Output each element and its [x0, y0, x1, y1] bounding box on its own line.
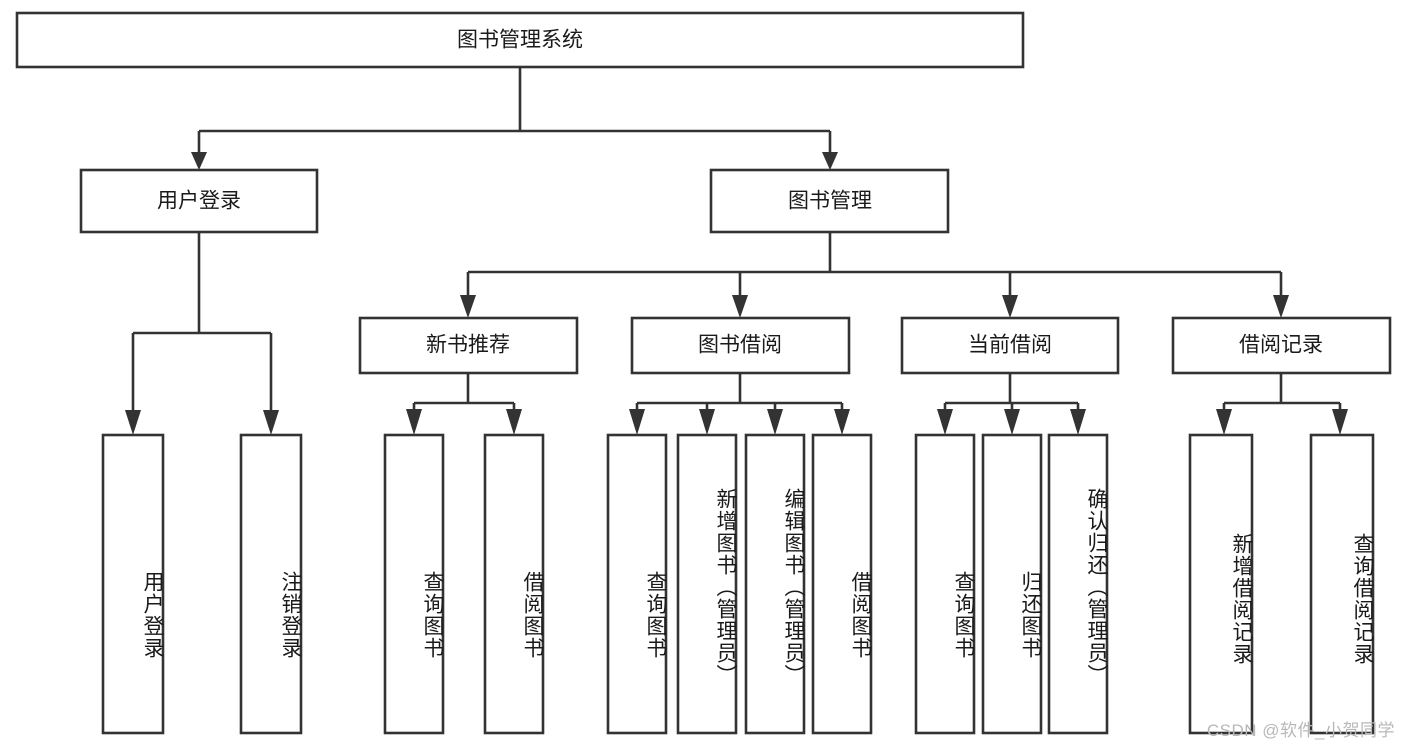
node-leaf-query-book-current[interactable] [914, 433, 976, 735]
node-user-login-label: 用户登录 [157, 190, 241, 213]
csdn-watermark: CSDN @软件_小贺同学 [1206, 721, 1395, 740]
node-new-book-rec[interactable] [358, 316, 579, 375]
node-current-borrow[interactable] [900, 316, 1120, 375]
node-leaf-confirm-return[interactable] [1047, 433, 1109, 735]
node-root-label: 图书管理系统 [457, 29, 583, 52]
node-leaf-user-login[interactable] [101, 433, 165, 735]
arrowhead-leaf-query-book-borrow [629, 409, 645, 435]
arrowhead-leaf-edit-book [767, 409, 783, 435]
node-leaf-borrow-book-rec[interactable] [483, 433, 545, 735]
arrowhead-leaf-query-book-current [937, 409, 953, 435]
node-leaf-return-book[interactable] [981, 433, 1043, 735]
nodes-layer: 图书管理系统 用户登录 图书管理 新书推荐 图书借阅 当前借阅 借阅记录 [15, 11, 1392, 735]
arrowhead-leaf-add-book [699, 409, 715, 435]
arrowhead-leaf-borrow-book [834, 409, 850, 435]
arrowhead-leaf-add-record [1216, 409, 1232, 435]
arrowhead-leaf-query-record [1332, 409, 1348, 435]
arrowhead-book-manage [822, 152, 838, 170]
node-leaf-add-record[interactable] [1188, 433, 1254, 735]
node-leaf-query-record[interactable] [1309, 433, 1375, 735]
node-borrow-record-label: 借阅记录 [1239, 334, 1323, 357]
node-root[interactable] [15, 11, 1025, 69]
arrowhead-leaf-confirm-return [1070, 409, 1086, 435]
node-current-borrow-label: 当前借阅 [968, 334, 1052, 357]
node-leaf-borrow-book[interactable] [811, 433, 873, 735]
node-leaf-query-book-rec[interactable] [383, 433, 445, 735]
node-book-manage-label: 图书管理 [788, 190, 872, 213]
node-leaf-edit-book[interactable] [744, 433, 806, 735]
node-book-borrow-label: 图书借阅 [698, 334, 782, 357]
arrowhead-user-login [191, 152, 207, 170]
arrowhead-leaf-return-book [1004, 409, 1020, 435]
arrowhead-leaf-query-book-rec [406, 409, 422, 435]
node-leaf-add-book[interactable] [676, 433, 738, 735]
node-borrow-record[interactable] [1171, 316, 1392, 375]
node-new-book-rec-label: 新书推荐 [426, 334, 510, 357]
node-book-manage[interactable] [709, 168, 950, 234]
node-leaf-user-logout[interactable] [239, 433, 303, 735]
edges-layer [125, 67, 1348, 435]
node-leaf-query-book-borrow[interactable] [606, 433, 668, 735]
node-user-login[interactable] [79, 168, 319, 234]
node-book-borrow[interactable] [630, 316, 851, 375]
arrowhead-borrow-record [1273, 295, 1289, 318]
arrowhead-leaf-user-logout [263, 410, 279, 435]
arrowhead-current-borrow [1002, 295, 1018, 318]
arrowhead-book-borrow [732, 295, 748, 318]
arrowhead-leaf-user-login [125, 410, 141, 435]
arrowhead-new-book-rec [460, 295, 476, 318]
arrowhead-leaf-borrow-book-rec [506, 409, 522, 435]
